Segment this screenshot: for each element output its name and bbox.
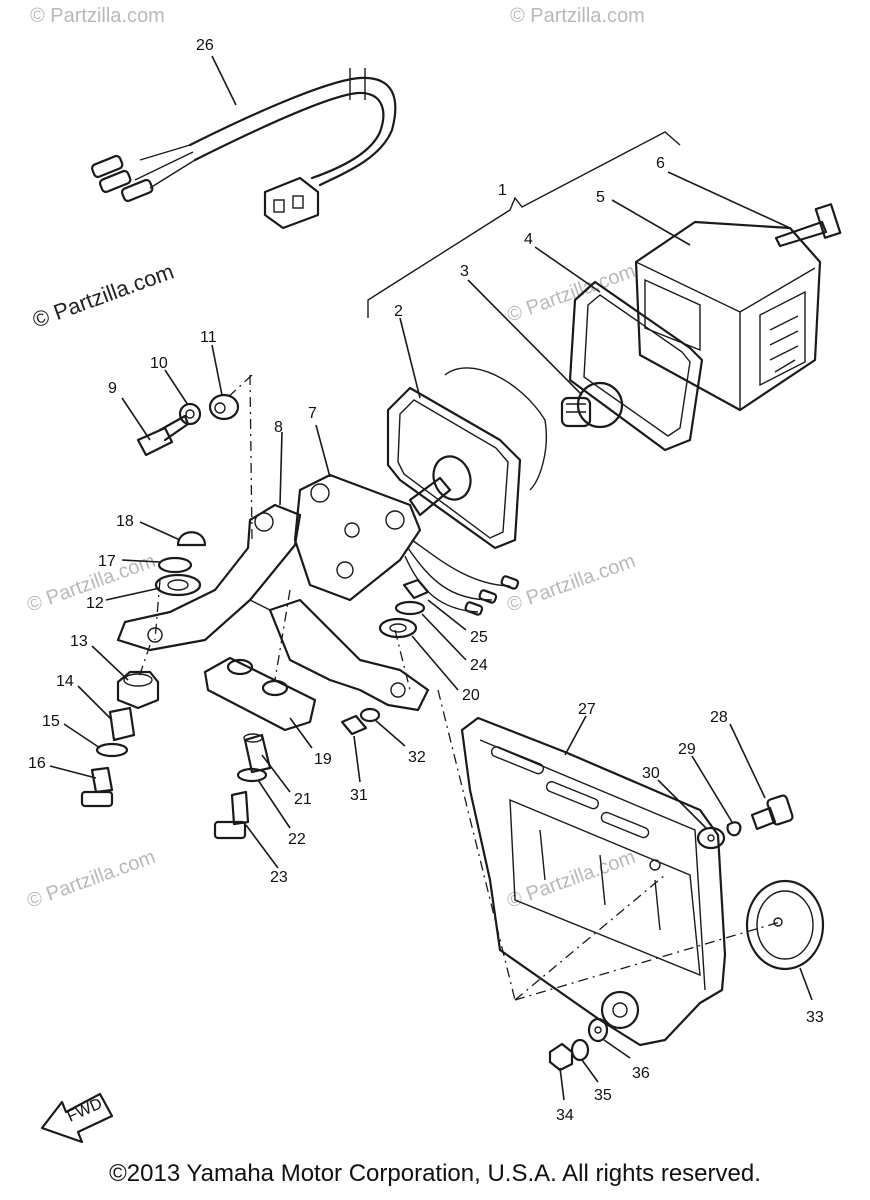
callout-4: 4 — [524, 231, 533, 248]
part-2-housing — [386, 367, 547, 550]
callout-13: 13 — [70, 633, 88, 650]
watermark-text: © Partzilla.com — [504, 550, 638, 617]
callout-9: 9 — [108, 380, 117, 397]
callout-30: 30 — [642, 765, 660, 782]
callout-36: 36 — [632, 1065, 650, 1082]
watermark-text-primary: © Partzilla.com — [29, 259, 177, 333]
parts-28-30-hardware — [696, 794, 794, 850]
callout-12: 12 — [86, 595, 104, 612]
callout-16: 16 — [28, 755, 46, 772]
watermark-text: © Partzilla.com — [30, 5, 165, 27]
leader-lines — [49, 55, 813, 1101]
callout-7: 7 — [308, 405, 317, 422]
parts-9-11-hardware — [136, 393, 240, 457]
part-26-wire-harness — [90, 68, 397, 230]
part-6-screw — [774, 203, 842, 248]
watermark-text: © Partzilla.com — [24, 846, 158, 913]
parts-34-36-hardware — [548, 1017, 609, 1072]
callout-32: 32 — [408, 749, 426, 766]
callout-28: 28 — [710, 709, 728, 726]
callout-22: 22 — [288, 831, 306, 848]
watermark-layer: © Partzilla.com © Partzilla.com © Partzi… — [24, 5, 645, 913]
part-5-lens — [634, 220, 822, 412]
callout-20: 20 — [462, 687, 480, 704]
housing-wires — [404, 539, 520, 616]
callout-24: 24 — [470, 657, 488, 674]
callout-34: 34 — [556, 1107, 574, 1124]
callout-18: 18 — [116, 513, 134, 530]
callout-17: 17 — [98, 553, 116, 570]
callout-21: 21 — [294, 791, 312, 808]
callout-29: 29 — [678, 741, 696, 758]
callout-10: 10 — [150, 355, 168, 372]
callout-27: 27 — [578, 701, 596, 718]
watermark-text: © Partzilla.com — [504, 846, 638, 913]
part-33-reflector — [745, 879, 825, 971]
callout-25: 25 — [470, 629, 488, 646]
assembly-centerlines — [137, 374, 781, 1001]
watermark-text: © Partzilla.com — [504, 260, 638, 327]
callout-35: 35 — [594, 1087, 612, 1104]
callout-2: 2 — [394, 303, 403, 320]
callout-14: 14 — [56, 673, 74, 690]
callout-labels: 26 1 6 5 4 3 2 7 8 9 10 11 18 17 12 13 1… — [28, 37, 824, 1124]
parts-13-16-hardware — [80, 670, 160, 808]
watermark-text: © Partzilla.com — [510, 5, 645, 27]
part-8-stay — [116, 503, 430, 712]
callout-6: 6 — [656, 155, 665, 172]
callout-26: 26 — [196, 37, 214, 54]
callout-1: 1 — [498, 182, 507, 199]
callout-19: 19 — [314, 751, 332, 768]
callout-15: 15 — [42, 713, 60, 730]
callout-5: 5 — [596, 189, 605, 206]
callout-23: 23 — [270, 869, 288, 886]
parts-12-18-hardware — [154, 531, 207, 597]
part-27-plate-bracket — [460, 716, 727, 1047]
part-19-damper — [203, 656, 317, 732]
parts-21-23-hardware — [213, 733, 272, 840]
callout-8: 8 — [274, 419, 283, 436]
assembly-bracket — [367, 131, 681, 318]
callout-3: 3 — [460, 263, 469, 280]
part-3-bulb — [560, 381, 624, 429]
callout-11: 11 — [200, 329, 217, 346]
callout-31: 31 — [350, 787, 368, 804]
forward-direction-arrow: FWD — [40, 1092, 114, 1144]
parts-20-32-hardware — [340, 578, 430, 736]
callout-33: 33 — [806, 1009, 824, 1026]
part-4-gasket — [568, 280, 704, 452]
part-7-plate — [293, 473, 422, 602]
copyright-footer: ©2013 Yamaha Motor Corporation, U.S.A. A… — [109, 1160, 761, 1187]
